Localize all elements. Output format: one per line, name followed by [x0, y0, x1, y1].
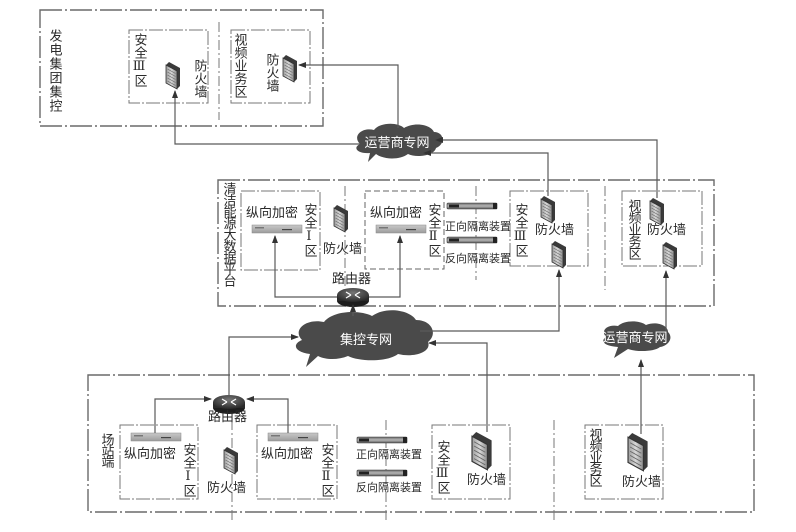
hq-video-box [230, 29, 311, 104]
station-video-box [584, 424, 664, 500]
hq-video-firewall-label: 防火墙 [264, 52, 280, 92]
station-zone3-firewall-label: 防火墙 [467, 472, 506, 488]
cloud-carrier-top-label: 运营商专网 [364, 136, 429, 151]
cloud-control-net [295, 310, 433, 367]
bigdata-zone1-label: 安全Ⅰ区 [302, 203, 318, 257]
station-firewall-icon [223, 446, 239, 475]
bigdata-zone2-encrypt-device-icon [375, 224, 427, 234]
hq-video-label: 视频业务区 [232, 33, 248, 98]
hq-zone3-label: 安全Ⅲ区 [132, 33, 148, 87]
station-video-firewall-icon [627, 432, 649, 472]
link-router-to-bigdata-zone2 [369, 235, 403, 298]
group-hq-title: 发电集团集控 [47, 28, 63, 113]
station-forward-isolation-label: 正向隔离装置 [356, 447, 422, 461]
bigdata-zone1-box [240, 190, 321, 271]
station-zone1-encrypt-device-icon [130, 432, 182, 442]
station-zone2-encrypt-device-icon [267, 432, 319, 442]
bigdata-forward-isolation-icon [446, 202, 498, 210]
bigdata-firewall-label: 防火墙 [323, 241, 362, 257]
group-bigdata-border [217, 179, 715, 307]
station-router-label: 路由器 [208, 409, 247, 425]
cloud-control-net-label: 集控专网 [340, 332, 392, 348]
link-station-zone3-to-control [428, 340, 488, 432]
bigdata-video-firewall-label: 防火墙 [647, 222, 686, 238]
bigdata-reverse-isolation-label: 反向隔离装置 [445, 251, 511, 265]
group-station-title: 场站端 [99, 433, 115, 468]
station-zone1-label: 安全Ⅰ区 [181, 443, 197, 497]
link-carrier-to-hq-zone3 [172, 90, 360, 145]
group-hq-border [39, 9, 324, 127]
bigdata-zone3-box [509, 190, 589, 267]
station-reverse-isolation-icon [356, 469, 408, 477]
station-video-label: 视频业务区 [587, 428, 603, 487]
bigdata-video-label: 视频业务区 [626, 199, 642, 260]
link-station-router-to-control [228, 334, 299, 396]
cloud-carrier-bottom-label: 运营商专网 [602, 331, 667, 346]
link-bigdata-video-to-carrier [435, 137, 658, 198]
station-zone1-encrypt-label: 纵向加密 [124, 446, 176, 462]
station-zone3-box [431, 424, 511, 500]
bigdata-video-box [621, 190, 703, 267]
bigdata-forward-isolation-label: 正向隔离装置 [445, 219, 511, 233]
cloud-carrier-bottom [603, 321, 671, 358]
bigdata-router-icon [336, 287, 370, 308]
station-zone3-firewall-icon [471, 431, 493, 471]
link-carrier-to-hq-video [298, 62, 399, 128]
bigdata-zone1-encrypt-device-icon [251, 224, 303, 234]
station-zone2-label: 安全Ⅱ区 [319, 443, 335, 497]
bigdata-router-label: 路由器 [332, 271, 371, 287]
station-zone2-box [256, 424, 338, 500]
bigdata-zone2-label: 安全Ⅱ区 [426, 203, 442, 257]
bigdata-firewall-icon [333, 204, 349, 233]
link-station-zone1-to-router [154, 396, 212, 433]
hq-zone3-box [128, 29, 209, 104]
bigdata-zone3-firewall-label: 防火墙 [535, 222, 574, 238]
link-control-to-bigdata-zone3 [420, 269, 562, 332]
link-station-zone2-to-router [246, 396, 289, 433]
bigdata-zone2-box [364, 190, 445, 270]
station-zone1-box [119, 424, 199, 500]
bigdata-zone3-firewall-top-icon [540, 195, 556, 224]
station-firewall-label: 防火墙 [207, 480, 246, 496]
group-bigdata-title: 清洁能源大数据平台 [221, 182, 237, 287]
station-zone2-encrypt-label: 纵向加密 [261, 446, 313, 462]
hq-video-firewall-icon [282, 54, 298, 83]
bigdata-zone3-label: 安全Ⅲ区 [513, 203, 529, 257]
link-bigdata-zone3-to-carrier [423, 150, 549, 196]
bigdata-zone2-encrypt-label: 纵向加密 [370, 205, 422, 221]
bigdata-zone1-encrypt-label: 纵向加密 [246, 205, 298, 221]
bigdata-video-firewall-bottom-icon [662, 241, 678, 270]
station-forward-isolation-icon [356, 436, 408, 444]
link-router-to-bigdata-zone1 [272, 235, 337, 298]
cloud-carrier-top [356, 123, 443, 162]
station-zone3-label: 安全Ⅲ区 [435, 440, 451, 494]
station-reverse-isolation-label: 反向隔离装置 [356, 480, 422, 494]
bigdata-video-firewall-top-icon [649, 197, 665, 226]
hq-zone3-firewall-label: 防火墙 [192, 58, 208, 98]
bigdata-reverse-isolation-icon [446, 236, 498, 244]
hq-zone3-firewall-icon [165, 61, 181, 90]
station-video-firewall-label: 防火墙 [622, 474, 661, 490]
bigdata-zone3-firewall-bottom-icon [551, 240, 567, 269]
group-station-border [87, 374, 755, 513]
